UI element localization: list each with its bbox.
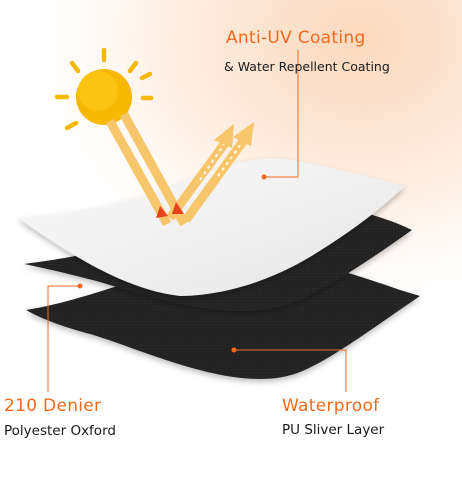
polyester-oxford-subtitle: Polyester Oxford <box>4 423 116 439</box>
waterproof-leader-line <box>234 349 347 392</box>
anti-uv-leader-line <box>264 50 299 178</box>
water-repellent-coating-subtitle: & Water Repellent Coating <box>224 59 390 74</box>
anti-uv-coating-title: Anti-UV Coating <box>226 28 366 48</box>
anti-uv-coating-layer <box>18 158 405 296</box>
denier-leader-line <box>47 285 80 392</box>
anti-uv-leader-dot <box>261 174 267 180</box>
pu-layer-subtitle: PU Sliver Layer <box>282 422 385 438</box>
denier-title: 210 Denier <box>4 396 102 416</box>
denier-leader-dot <box>77 283 83 289</box>
reflected-ray-arrow-icon <box>166 122 254 223</box>
waterproof-leader-dot <box>231 347 237 353</box>
ray-impact-mark <box>156 206 168 218</box>
waterproof-title: Waterproof <box>282 396 380 416</box>
incoming-ray-arrow-icon <box>105 111 189 227</box>
ray-impact-mark <box>172 202 184 214</box>
sun-icon <box>54 47 154 131</box>
